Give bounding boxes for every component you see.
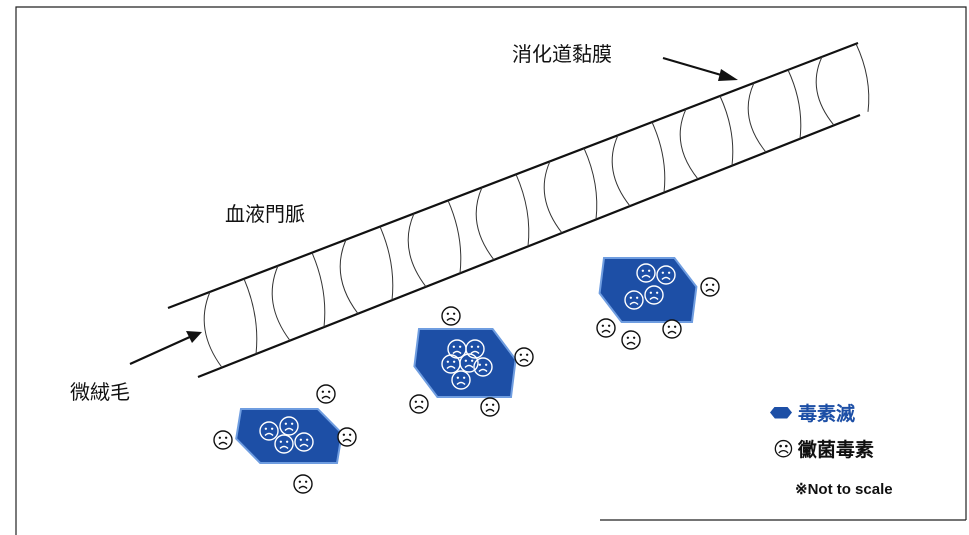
- mucosa-wall-lower: [197, 113, 861, 379]
- frowning-face-icon: [279, 416, 299, 436]
- frowning-face-icon: [656, 265, 676, 285]
- binder-hexagon-icon: [770, 406, 792, 419]
- frowning-face-icon: [700, 277, 720, 297]
- frowning-face-icon: [316, 384, 336, 404]
- frowning-face-icon: [459, 353, 479, 373]
- legend-binder-label: 毒素滅: [798, 403, 856, 425]
- villi-arcs: [203, 43, 870, 368]
- frowning-face-icon: [662, 319, 682, 339]
- frowning-face-icon: [636, 263, 656, 283]
- frowning-face-icon: [514, 347, 534, 367]
- villi-arrow: [129, 331, 202, 366]
- frowning-face-icon: [644, 285, 664, 305]
- scale-note: ※Not to scale: [795, 481, 893, 498]
- frowning-face-icon: [480, 397, 500, 417]
- portal-vein-label: 血液門脈: [225, 202, 305, 226]
- frowning-face-icon: [473, 357, 493, 377]
- frowning-face-icon: [213, 430, 233, 450]
- mucosa-arrow: [662, 56, 738, 81]
- villi-label: 微絨毛: [70, 380, 130, 404]
- frowning-face-icon: [621, 330, 641, 350]
- legend-toxin-label: 黴菌毒素: [797, 439, 874, 461]
- binder-groups: [213, 257, 720, 494]
- binder-cluster: [596, 257, 720, 350]
- binder-cluster: [409, 306, 534, 417]
- mucosa-label: 消化道黏膜: [512, 42, 612, 66]
- frame-border: [15, 6, 967, 535]
- frowning-face-icon: [293, 474, 313, 494]
- binder-hexagon: [413, 328, 517, 398]
- frowning-face-icon: [259, 421, 279, 441]
- legend-binder: 毒素滅: [770, 399, 855, 426]
- legend-toxin: ☹ 黴菌毒素: [773, 435, 874, 462]
- frowning-face-icon: [624, 290, 644, 310]
- frowning-face-icon: [294, 432, 314, 452]
- frowning-face-icon: [451, 370, 471, 390]
- binder-hexagon: [598, 257, 698, 323]
- frowning-face-icon: [441, 306, 461, 326]
- frowning-face-icon: [337, 427, 357, 447]
- frowning-face-icon: [274, 434, 294, 454]
- binder-cluster: [213, 384, 357, 494]
- frowning-face-icon: ☹: [773, 436, 794, 461]
- frowning-face-icon: [596, 318, 616, 338]
- frowning-face-icon: [409, 394, 429, 414]
- mucosa-wall-upper: [167, 41, 859, 310]
- frowning-face-icon: [465, 339, 485, 359]
